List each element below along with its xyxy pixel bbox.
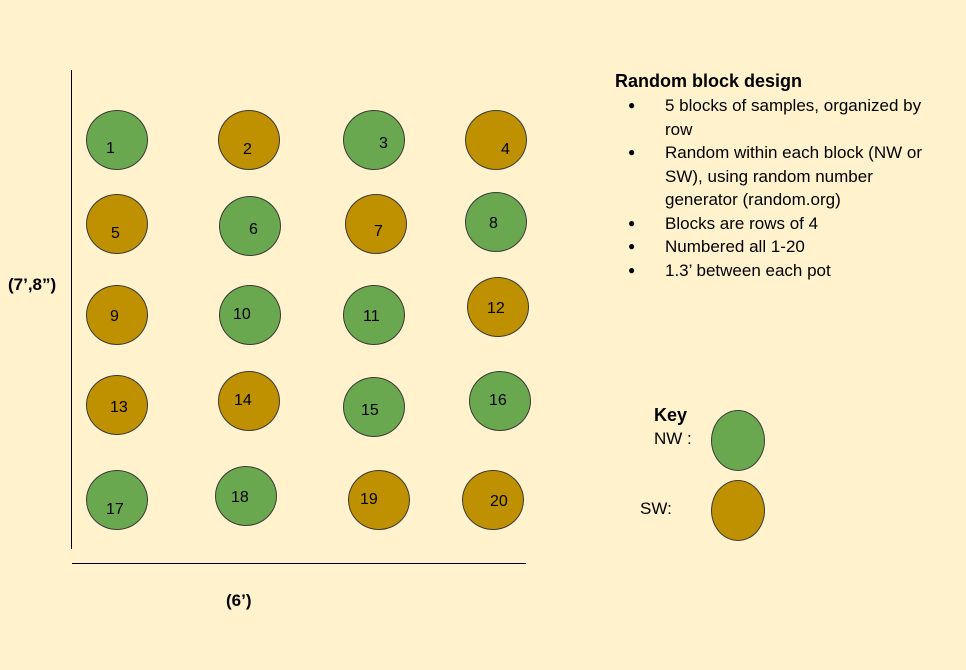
pot-number: 5 (111, 225, 120, 242)
key-sw-swatch (711, 480, 765, 541)
width-dimension-label: (6’) (226, 591, 252, 610)
pot-number: 8 (489, 215, 498, 232)
pot-number: 9 (110, 308, 119, 325)
pot-circle-nw (215, 466, 277, 526)
pot-circle-sw (86, 375, 148, 435)
design-note: Blocks are rows of 4 (615, 212, 945, 236)
key-nw-label: NW : (654, 429, 692, 448)
pot-number: 11 (363, 308, 380, 325)
pot-circle-nw (469, 371, 531, 431)
design-title: Random block design (615, 71, 803, 91)
pot-number: 19 (360, 491, 378, 508)
pot-circle-sw (345, 194, 407, 254)
y-axis-line (71, 70, 72, 549)
design-note: Random within each block (NW or SW), usi… (615, 141, 945, 212)
design-note: 5 blocks of samples, organized by row (615, 94, 945, 141)
pot-circle-nw (219, 196, 281, 256)
pot-number: 18 (231, 489, 249, 506)
pot-circle-nw (343, 285, 405, 345)
height-dimension-label: (7’,8”) (8, 275, 57, 294)
x-axis-line (72, 563, 526, 564)
pot-number: 4 (501, 141, 510, 158)
pot-circle-sw (348, 470, 410, 530)
pot-number: 15 (361, 402, 379, 419)
pot-circle-nw (343, 110, 405, 170)
key-title: Key (654, 405, 688, 425)
pot-number: 3 (379, 135, 388, 152)
pot-circle-sw (218, 110, 280, 170)
pot-circle-sw (86, 194, 148, 254)
pot-number: 13 (110, 399, 128, 416)
pot-circle-nw (86, 470, 148, 530)
pot-number: 16 (489, 392, 507, 409)
pot-circle-sw (218, 371, 280, 431)
pot-circle-sw (86, 285, 148, 345)
pot-number: 7 (374, 223, 383, 240)
pot-number: 14 (234, 392, 252, 409)
pot-number: 20 (490, 493, 508, 510)
pot-circle-sw (462, 470, 524, 530)
pot-circle-nw (86, 110, 148, 170)
pot-number: 10 (233, 306, 251, 323)
pot-circle-nw (219, 285, 281, 345)
key-nw-swatch (711, 410, 765, 471)
pot-circle-nw (465, 192, 527, 252)
design-notes-list: 5 blocks of samples, organized by row Ra… (615, 94, 945, 282)
pot-circle-nw (343, 377, 405, 437)
pot-number: 12 (487, 300, 505, 317)
pot-circle-sw (465, 110, 527, 170)
design-note: 1.3’ between each pot (615, 259, 945, 283)
pot-number: 2 (243, 141, 252, 158)
key-sw-label: SW: (640, 499, 672, 518)
pot-number: 6 (249, 221, 258, 238)
pot-number: 1 (106, 140, 115, 157)
design-note: Numbered all 1-20 (615, 235, 945, 259)
pot-circle-sw (467, 277, 529, 337)
pot-number: 17 (106, 501, 124, 518)
